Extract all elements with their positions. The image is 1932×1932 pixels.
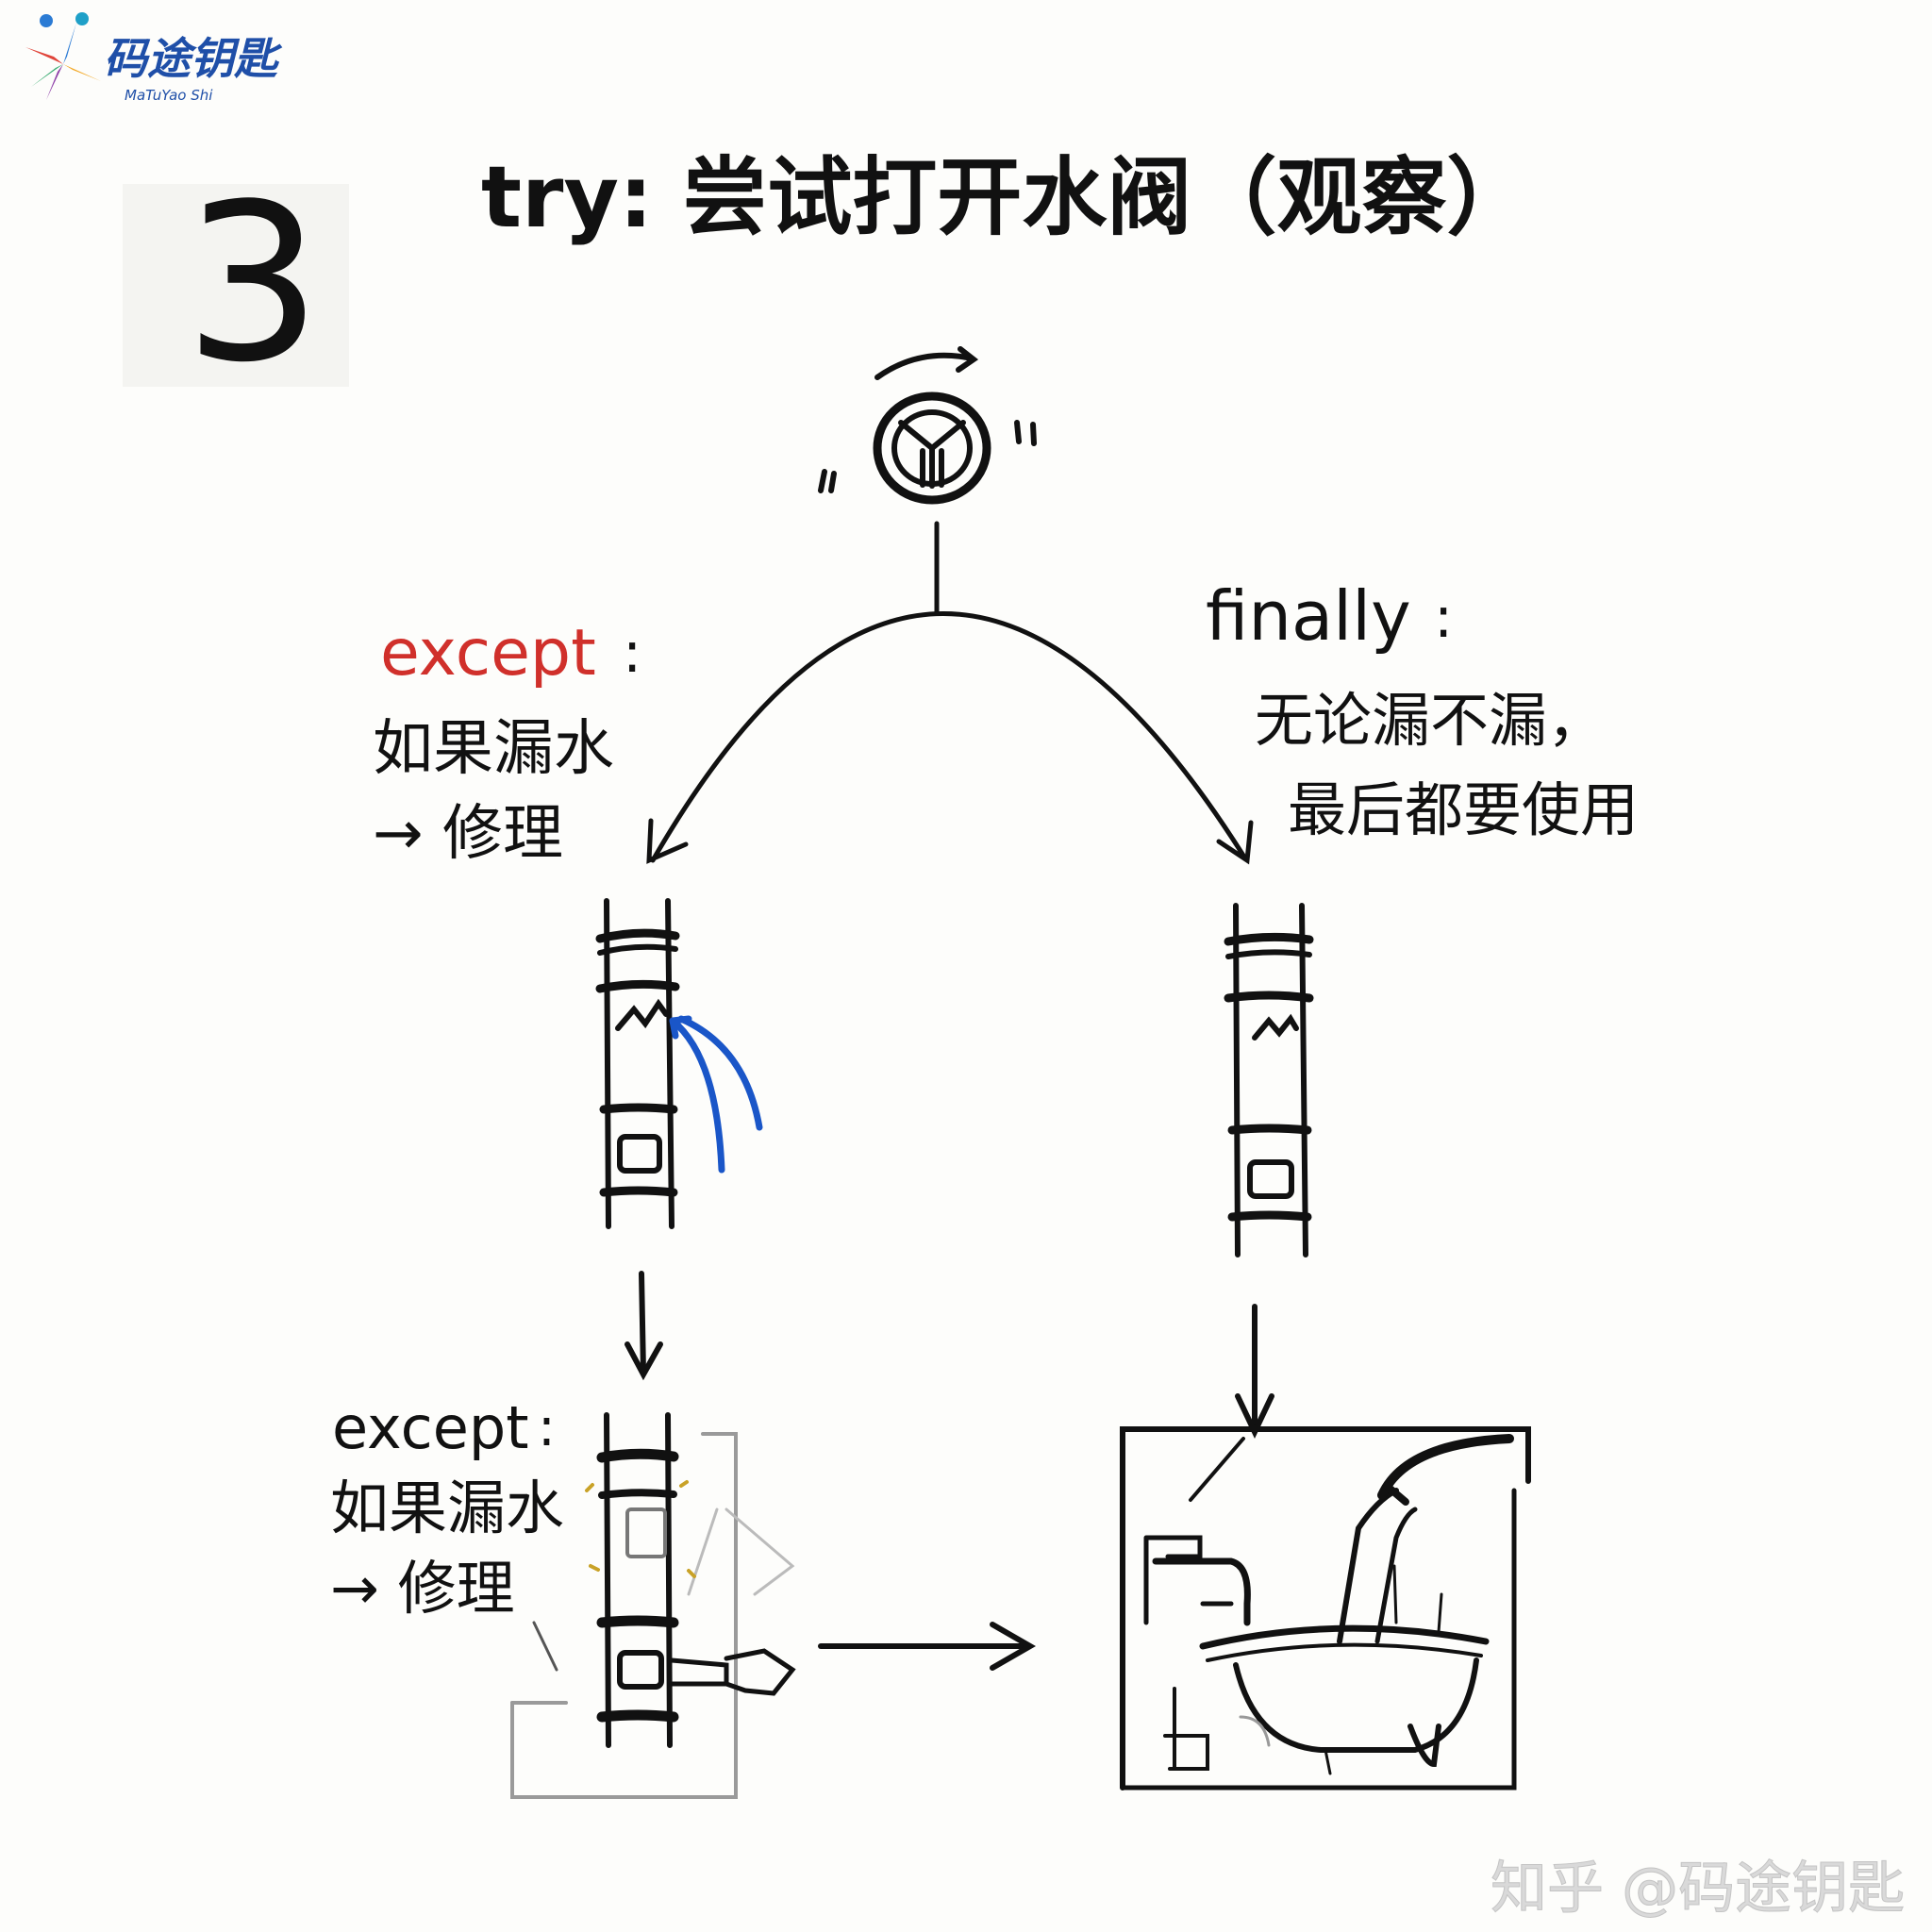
- finally-keyword: finally: [1206, 576, 1411, 656]
- finally-line2: 最后都要使用: [1288, 775, 1639, 844]
- logo-subtitle: MaTuYao Shi: [125, 87, 213, 104]
- right-arrow: [818, 1622, 1037, 1671]
- step-number: 3: [184, 158, 322, 410]
- valve-icon: [818, 346, 1037, 505]
- finally-line1: 无论漏不漏，: [1255, 686, 1606, 755]
- except-bottom-colon: :: [538, 1397, 556, 1458]
- pipe-leaking: [595, 898, 680, 1229]
- number-paper-patch: [123, 184, 349, 387]
- bathtub-scene: [1120, 1426, 1531, 1790]
- except-top-label: except : 如果漏水 → 修理: [373, 616, 641, 869]
- title: try: 尝试打开水阀（观察）: [481, 148, 1531, 247]
- repair-scene: [510, 1412, 796, 1799]
- watermark: 知乎 @码途钥匙: [1491, 1856, 1905, 1922]
- logo-pinwheel-icon: 码途钥匙 MaTuYao Shi: [25, 12, 283, 104]
- down-arrow-right: [1235, 1304, 1274, 1440]
- pipe-intact: [1224, 903, 1314, 1257]
- except-top-line2: → 修理: [373, 799, 563, 869]
- down-arrow-left: [625, 1271, 663, 1381]
- except-top-keyword: except: [380, 616, 596, 691]
- except-bottom-line1: 如果漏水: [330, 1474, 564, 1542]
- finally-label: finally : 无论漏不漏， 最后都要使用: [1206, 576, 1639, 844]
- brand-logo: 码途钥匙 MaTuYao Shi: [11, 6, 313, 119]
- leak-spray-icon: [669, 1015, 763, 1174]
- except-bottom-label: except : 如果漏水 → 修理: [330, 1393, 564, 1623]
- except-top-line1: 如果漏水: [373, 714, 614, 784]
- logo-name: 码途钥匙: [104, 33, 283, 84]
- except-top-colon: :: [623, 620, 641, 686]
- except-bottom-keyword: except: [332, 1393, 529, 1462]
- flow-arc: [646, 521, 1254, 865]
- except-bottom-line2: → 修理: [330, 1554, 515, 1623]
- finally-colon: :: [1434, 585, 1453, 651]
